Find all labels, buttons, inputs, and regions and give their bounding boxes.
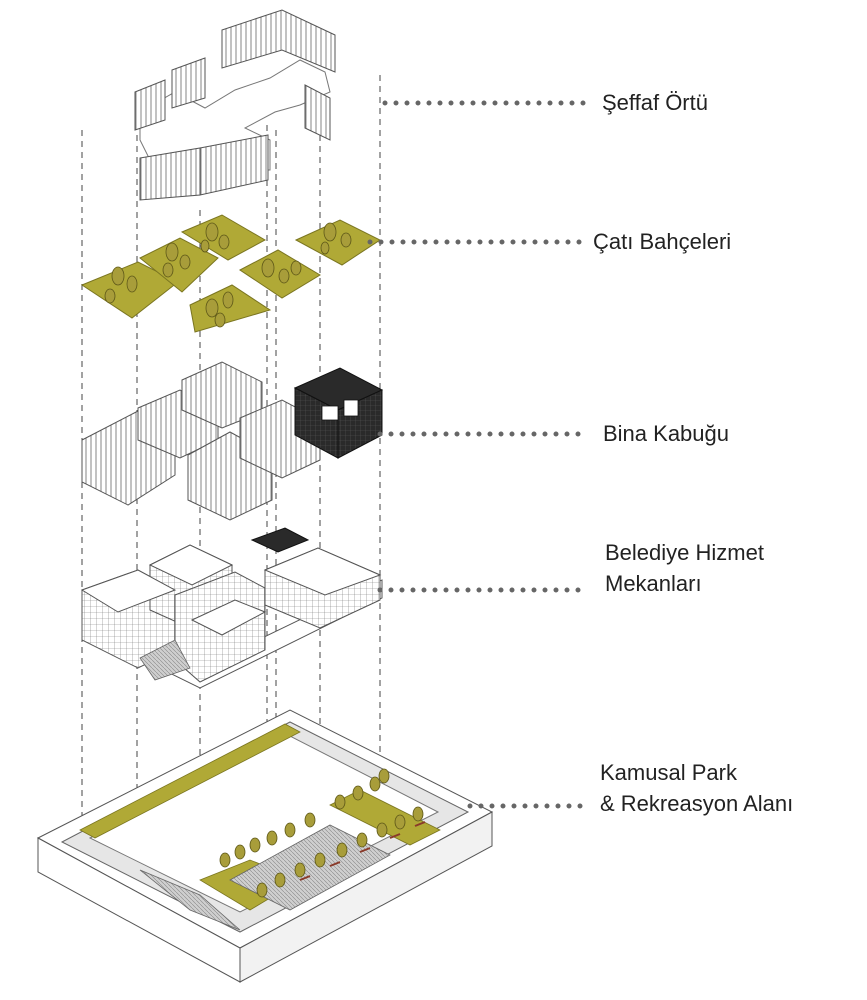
service-roof-3 — [190, 599, 267, 636]
park-trees — [219, 768, 424, 898]
leader-lines — [367, 100, 591, 809]
canopy-wall-north — [221, 9, 336, 73]
service-stair — [139, 639, 191, 681]
label-belediye-hizmet-mekanlari: Belediye Hizmet Mekanları — [605, 540, 764, 596]
building-envelope-layer — [81, 361, 384, 521]
roof-garden-2 — [139, 237, 219, 293]
service-dark-bridge — [250, 527, 310, 553]
site-base-right — [239, 811, 493, 983]
roof-garden-4 — [189, 284, 272, 333]
label-kamusal-park: Kamusal Park & Rekreasyon Alanı — [600, 760, 794, 816]
transparent-canopy-layer — [134, 9, 336, 201]
service-roof-1 — [80, 569, 177, 613]
canopy-wall-west — [134, 79, 166, 131]
park-benches — [299, 821, 426, 881]
label-seffaf-ortu: Şeffaf Örtü — [602, 90, 708, 115]
label-bina-kabugu: Bina Kabuğu — [603, 421, 729, 446]
park-plaza — [229, 824, 391, 911]
service-roof-2 — [148, 544, 234, 586]
roof-trees — [104, 222, 352, 328]
canopy-wall-left — [171, 57, 206, 109]
park-ramp — [139, 869, 241, 931]
roof-garden-6 — [294, 219, 381, 266]
municipal-services-layer — [80, 527, 383, 689]
public-park-layer — [36, 709, 494, 983]
roof-gardens-layer — [80, 214, 381, 333]
label-cati-bahceleri: Çatı Bahçeleri — [593, 229, 732, 254]
park-green-strip-north — [79, 723, 301, 839]
canopy-wall-east — [304, 84, 331, 141]
canopy-wall-front — [199, 134, 269, 196]
service-roof-4 — [263, 547, 382, 596]
